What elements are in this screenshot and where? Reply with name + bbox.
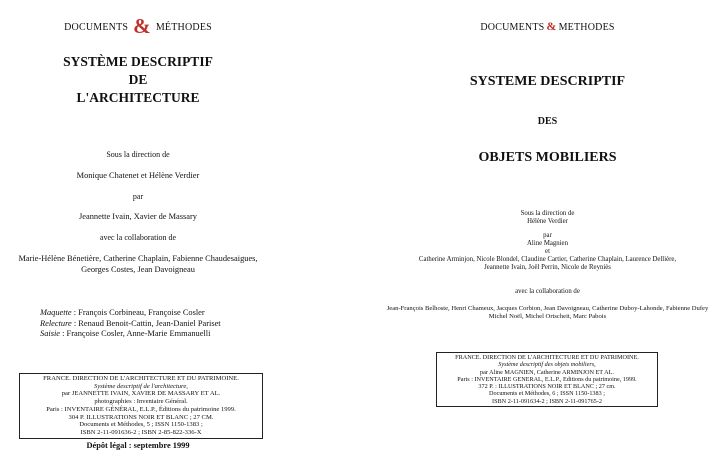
credit-line: Saisie : Françoise Cosler, Anne-Marie Em…	[40, 329, 211, 339]
authorship-block: Sous la direction de Hélène Verdier par …	[418, 210, 677, 271]
direction-label: Sous la direction de	[106, 150, 170, 159]
production-credits: Maquette : François Corbineau, Françoise…	[40, 308, 276, 340]
ampersand-mark: &	[546, 19, 557, 33]
ampersand-mark: &	[133, 14, 151, 38]
catalog-record: FRANCE. DIRECTION DE L'ARCHITECTURE ET D…	[436, 352, 658, 408]
collaboration-label: avec la collaboration de	[515, 288, 580, 295]
catalog-record: FRANCE. DIRECTION DE L'ARCHITECTURE ET D…	[19, 373, 263, 439]
book-title-line: SYSTEME DESCRIPTIF	[469, 74, 626, 89]
book-title: SYSTÈME DESCRIPTIF DE L'ARCHITECTURE	[63, 54, 213, 105]
left-title-page: DOCUMENTS&MÉTHODES SYSTÈME DESCRIPTIF DE…	[0, 0, 276, 453]
right-title-page: DOCUMENTS&METHODES SYSTEME DESCRIPTIF DE…	[370, 0, 725, 453]
legal-deposit: Dépôt légal : septembre 1999	[86, 441, 190, 450]
collaboration-label: avec la collaboration de	[99, 233, 177, 242]
authors: Jeannette Ivain, Xavier de Massary	[79, 212, 197, 221]
collaborators: Marie-Hélène Bénetière, Catherine Chapla…	[18, 254, 258, 274]
par-label: par	[132, 192, 144, 201]
collaborators: Jean-François Belhoste, Henri Chameux, J…	[386, 305, 709, 320]
credit-line: Relecture : Renaud Benoit-Cattin, Jean-D…	[40, 318, 221, 328]
book-title-line: OBJETS MOBILIERS	[478, 150, 617, 165]
directors: Monique Chatenet et Hélène Verdier	[76, 171, 200, 180]
book-title-line: DES	[537, 116, 558, 127]
series-name: DOCUMENTS&METHODES	[480, 19, 615, 33]
credit-line: Maquette : François Corbineau, Françoise…	[40, 308, 205, 317]
series-name: DOCUMENTS&MÉTHODES	[64, 14, 212, 38]
